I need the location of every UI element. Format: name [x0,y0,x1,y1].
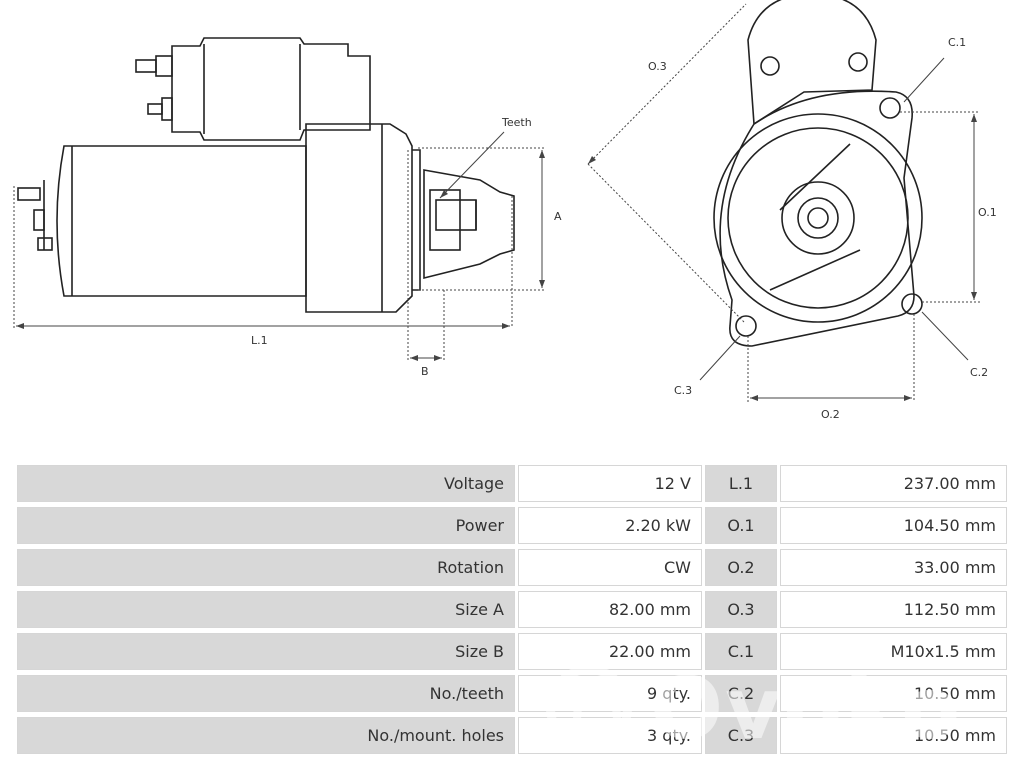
mounting-lug [747,0,877,126]
label-dim-b: B [421,365,429,378]
spec-label: Size A [17,591,515,628]
spec-label: Rotation [17,549,515,586]
label-c1: C.1 [948,36,966,49]
side-view [17,37,515,313]
label-teeth: Teeth [501,116,532,129]
dimension-value: 10.50 mm [780,675,1007,712]
solenoid-terminal-bottom [147,103,163,115]
dimension-value: 33.00 mm [780,549,1007,586]
dimension-value: 10.50 mm [780,717,1007,754]
motor-body [56,145,307,297]
dimension-code: C.2 [705,675,777,712]
spec-value: 22.00 mm [518,633,702,670]
dimension-code: O.1 [705,507,777,544]
side-view-dimensions [13,131,546,362]
label-dim-l1: L.1 [251,334,268,347]
spec-value: 2.20 kW [518,507,702,544]
housing-outer [713,113,923,323]
mount-hole-c1 [879,97,901,119]
mount-hole-c2 [901,293,923,315]
spec-label: No./mount. holes [17,717,515,754]
spec-label: Power [17,507,515,544]
dimension-code: C.3 [705,717,777,754]
label-o3: O.3 [648,60,667,73]
solenoid [171,37,371,141]
spec-label: Size B [17,633,515,670]
dimension-code: L.1 [705,465,777,502]
spec-value: 12 V [518,465,702,502]
dimension-value: 112.50 mm [780,591,1007,628]
label-c2: C.2 [970,366,988,379]
label-c3: C.3 [674,384,692,397]
spec-value: 3 qty. [518,717,702,754]
spec-value: 82.00 mm [518,591,702,628]
spec-value: CW [518,549,702,586]
spec-label: No./teeth [17,675,515,712]
drive-end [412,149,421,291]
nose-housing [305,123,413,313]
spec-label: Voltage [17,465,515,502]
front-view [713,0,923,347]
label-o2: O.2 [821,408,840,421]
dimension-value: M10x1.5 mm [780,633,1007,670]
end-terminal [17,187,41,201]
dimension-code: O.2 [705,549,777,586]
dimension-value: 237.00 mm [780,465,1007,502]
spec-value: 9 qty. [518,675,702,712]
pinion [423,169,515,280]
dimension-code: O.3 [705,591,777,628]
dimension-value: 104.50 mm [780,507,1007,544]
pinion-gear [797,197,839,239]
label-o1: O.1 [978,206,997,219]
front-view-dimensions [587,3,980,402]
label-dim-a: A [554,210,562,223]
mount-hole-c3 [735,315,757,337]
starter-motor-drawing: Teeth A B L.1 [13,0,997,421]
solenoid-terminal-top [135,59,157,73]
mounting-flange [719,90,915,347]
dimension-code: C.1 [705,633,777,670]
